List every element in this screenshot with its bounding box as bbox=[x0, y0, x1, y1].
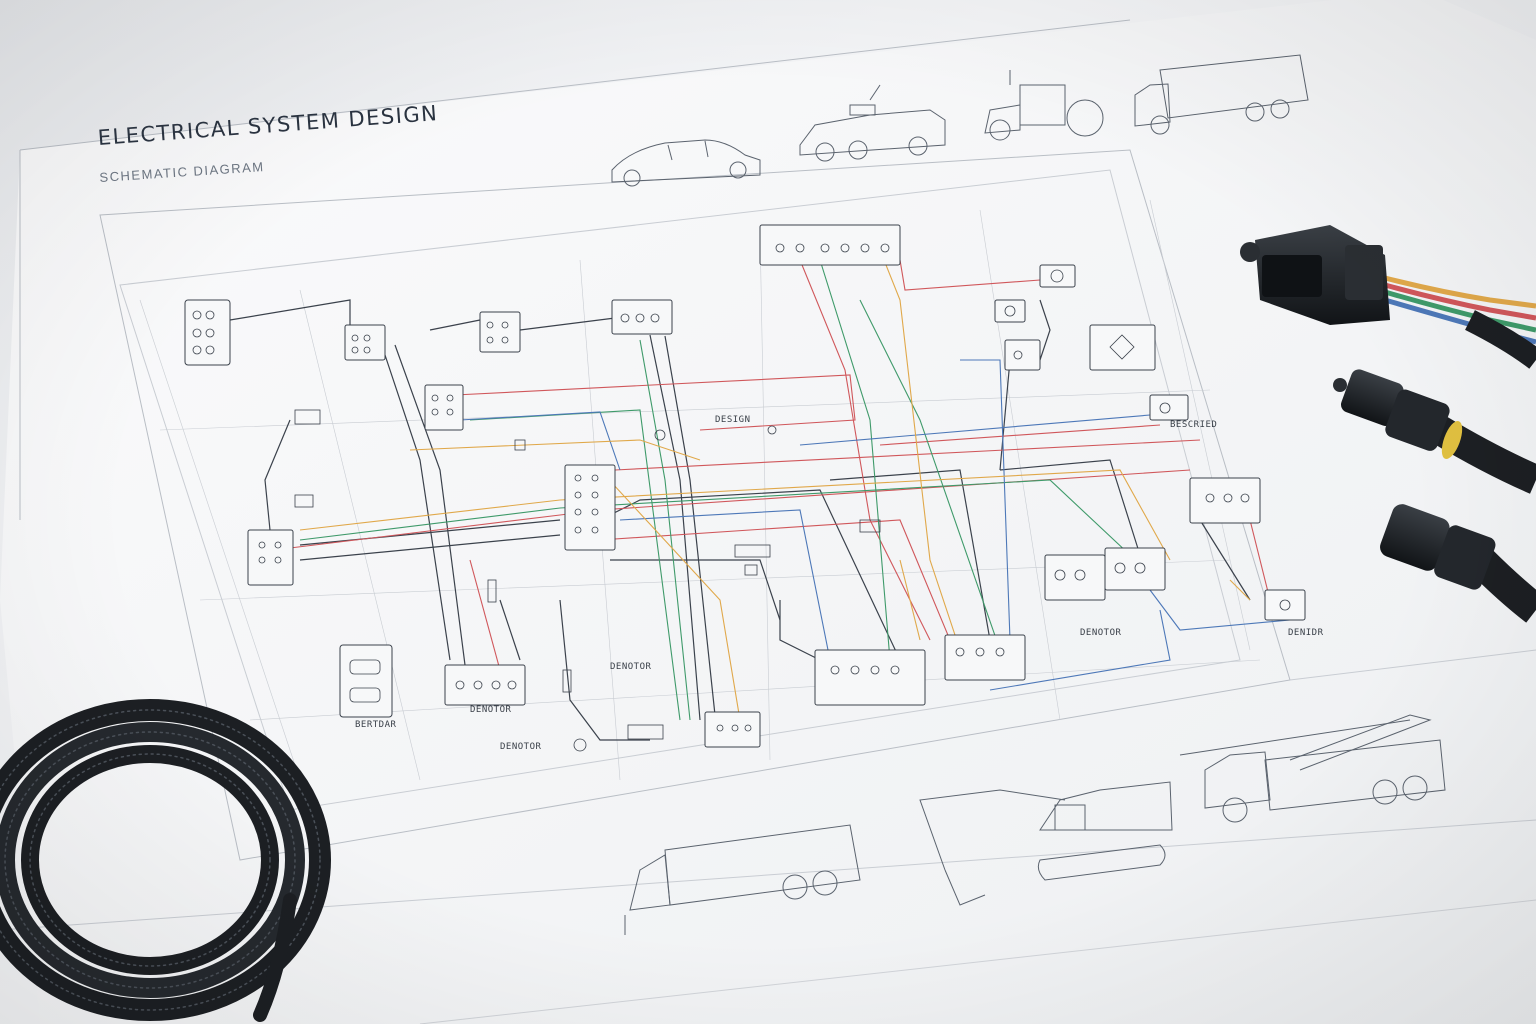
block-label: DENOTOR bbox=[470, 705, 512, 715]
block-label: DENOTOR bbox=[1080, 628, 1122, 638]
block-label: BESCRIED bbox=[1170, 420, 1218, 430]
block-label: DENIDR bbox=[1288, 628, 1324, 638]
block-label: DENOTOR bbox=[610, 662, 652, 672]
block-label: BERTDAR bbox=[355, 720, 397, 730]
block-label: DENOTOR bbox=[500, 742, 542, 752]
block-label: DESIGN bbox=[715, 415, 751, 425]
